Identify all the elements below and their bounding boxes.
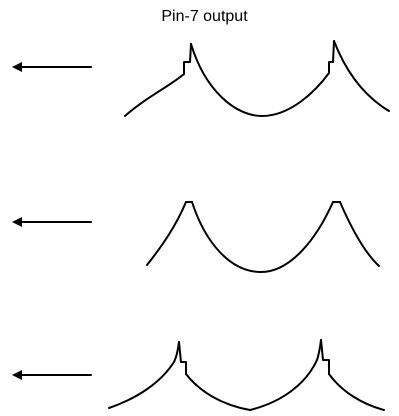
row-2-waveform — [146, 201, 380, 273]
row-1-arrow — [12, 62, 92, 72]
row-1-waveform — [124, 40, 390, 117]
diagram-title: Pin-7 output — [161, 8, 248, 25]
row-3-waveform — [108, 339, 385, 411]
row-2-arrow — [12, 217, 92, 227]
row-3-arrow — [12, 370, 92, 380]
